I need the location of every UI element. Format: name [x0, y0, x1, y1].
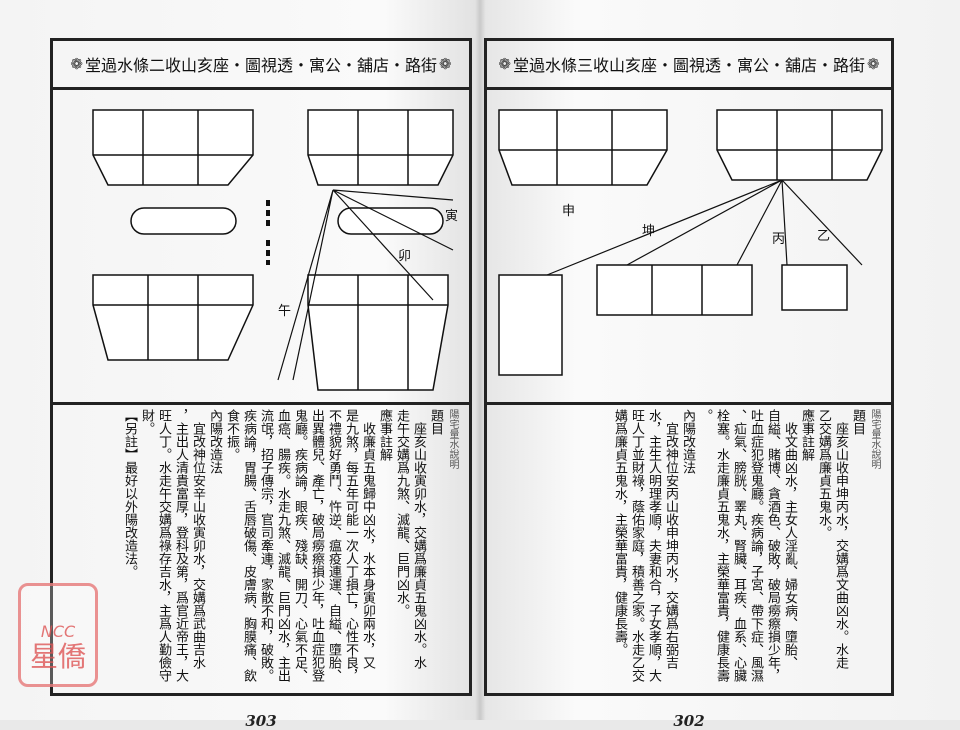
text-column: 出異體兒、產亡，破局癆瘵損少年，吐血症犯登 — [309, 409, 324, 682]
text-column: 應事註解 — [377, 409, 392, 461]
text-column: ，主出人清貴富厚，登科及第，爲官近帝王，大 — [173, 409, 188, 682]
text-column: 旺人丁。水走午交媾爲祿存吉水，主爲人勤儉守 — [156, 409, 171, 682]
text-column: 座亥山收申坤丙水，交媾爲文曲凶水。水走 — [833, 409, 848, 669]
text-column: 座亥山收寅卯水，交媾爲廉貞五鬼凶水。水 — [411, 409, 426, 669]
street-diagram: 寅 卯 午 — [53, 90, 469, 405]
text-column: 內陽改造法 — [207, 409, 222, 474]
diagram-drawing: 寅 卯 午 — [92, 109, 458, 391]
text-column: 陽宅量水說明 — [869, 409, 880, 469]
label-bing: 丙 — [772, 232, 785, 247]
text-column: 、疝氣、膀胱、睪丸、腎臟、耳疾、血系、心臟 — [731, 409, 746, 682]
text-column: 收文曲凶水，主女人淫亂、婦女病、墮胎、 — [782, 409, 797, 669]
page-frame: ❁ 堂過水條二收山亥座・圖視透・寓公・舖店・路街 ❁ — [50, 38, 472, 696]
text-column: 內陽改造法 — [680, 409, 695, 474]
text-column: 旺人丁並財祿，蔭佑家庭，積善之家。水走乙交 — [629, 409, 644, 682]
body-text: 陽宅量水說明題目 座亥山收寅卯水，交媾爲廉貞五鬼凶水。水走午交媾爲九煞、滅龍、巨… — [63, 409, 461, 695]
text-column: 。 — [697, 409, 712, 422]
flower-ornament-icon: ❁ — [498, 55, 511, 73]
right-page: ❁ 堂過水條三收山亥座・圖視透・寓公・舖店・路街 ❁ — [484, 38, 894, 730]
label-mao: 卯 — [398, 249, 411, 264]
text-column: 疾病論，胃腸、舌唇破傷、皮膚病、胸膜痛、飲 — [241, 409, 256, 682]
label-yin: 寅 — [445, 208, 458, 224]
roundabout-right — [337, 207, 444, 235]
label-yi: 乙 — [817, 229, 830, 244]
building-bottom-middle — [596, 264, 753, 316]
text-column: 應事註解 — [799, 409, 814, 461]
text-column: 不禮貌好勇鬥、忤逆、瘟疫連運、自縊、墮胎、 — [326, 409, 341, 682]
building-top-right — [716, 109, 883, 181]
page-title-bar: ❁ 堂過水條二收山亥座・圖視透・寓公・舖店・路街 ❁ — [53, 41, 469, 90]
watermark-ncc: NCC — [40, 622, 76, 641]
text-column: 鬼廳。疾病論，眼疾、殘缺、開刀、心氣不足、 — [292, 409, 307, 682]
text-column: 媾爲廉貞五鬼水，主榮華富貴，健康長壽。 — [612, 409, 627, 656]
street-diagram: 申 坤 丙 乙 — [487, 90, 891, 405]
text-column: 財。 — [139, 409, 154, 435]
flower-ornament-icon: ❁ — [70, 55, 83, 73]
roundabout-left — [130, 207, 237, 235]
flower-ornament-icon: ❁ — [439, 55, 452, 73]
building-top-left — [498, 109, 668, 186]
text-column: 是九煞，每五年可能一次人丁損亡，心性不良， — [343, 409, 358, 682]
building-bottom-left — [92, 274, 254, 361]
watermark-name: 星僑 — [29, 640, 86, 673]
text-column: 題目 — [428, 409, 443, 435]
left-page: ❁ 堂過水條二收山亥座・圖視透・寓公・舖店・路街 ❁ — [50, 38, 472, 730]
building-top-right — [307, 109, 454, 186]
text-column: 題目 — [850, 409, 865, 435]
building-bottom-right — [781, 264, 848, 311]
page-title: 堂過水條三收山亥座・圖視透・寓公・舖店・路街 — [512, 56, 865, 75]
text-column: 走午交媾爲九煞、滅龍、巨門凶水。 — [394, 409, 409, 617]
page-frame: ❁ 堂過水條三收山亥座・圖視透・寓公・舖店・路街 ❁ — [484, 38, 894, 696]
text-column: 乙交媾爲廉貞五鬼水。 — [816, 409, 831, 539]
page-title-bar: ❁ 堂過水條三收山亥座・圖視透・寓公・舖店・路街 ❁ — [487, 41, 891, 90]
page-number: 302 — [673, 712, 705, 730]
text-column: 水，主生人明理孝順，夫妻和合，子女孝順，大 — [646, 409, 661, 682]
text-column: 栓塞。水走廉貞五鬼水，主榮華富貴，健康長壽 — [714, 409, 729, 682]
text-column: 自縊、賭博、貪酒色、破敗，破局癆瘵損少年， — [765, 409, 780, 682]
body-text: 陽宅量水說明題目 座亥山收申坤丙水，交媾爲文曲凶水。水走乙交媾爲廉貞五鬼水。應事… — [497, 409, 883, 695]
label-kun: 坤 — [642, 224, 655, 239]
text-column: 收廉貞五鬼歸中凶水，水本身寅卯兩水，又 — [360, 409, 375, 669]
flower-ornament-icon: ❁ — [867, 55, 880, 73]
watermark-logo: NCC 星僑 — [18, 583, 98, 687]
text-column: 吐血症犯登鬼廳。疾病論，子宮、帶下症、風濕 — [748, 409, 763, 682]
page-number: 303 — [245, 712, 277, 730]
text-column: 血癌、腸疾。水走九煞、滅龍、巨門凶水，主出 — [275, 409, 290, 682]
label-shen: 申 — [562, 204, 575, 219]
building-bottom-left — [498, 274, 563, 376]
label-wu: 午 — [278, 304, 291, 319]
building-top-left — [92, 109, 254, 186]
building-bottom-right — [307, 274, 449, 391]
text-column: 宜改神位安辛山收寅卯水，交媾爲武曲吉水 — [190, 409, 205, 669]
text-column: 食不振。 — [224, 409, 239, 461]
water-flow-lines — [546, 179, 863, 276]
page-title: 堂過水條二收山亥座・圖視透・寓公・舖店・路街 — [84, 56, 437, 75]
text-column: 陽宅量水說明 — [447, 409, 458, 469]
text-column: 流氓，招子傳宗，官司牽連，家散不和，破敗。 — [258, 409, 273, 682]
diagram-drawing: 申 坤 丙 乙 — [498, 109, 883, 376]
water-flow-lines — [266, 189, 454, 381]
text-column: 宜改神位安丙山收申坤丙水，交媾爲右弼吉 — [663, 409, 678, 669]
text-column: 【另註】最好以外陽改造法。 — [122, 409, 137, 578]
